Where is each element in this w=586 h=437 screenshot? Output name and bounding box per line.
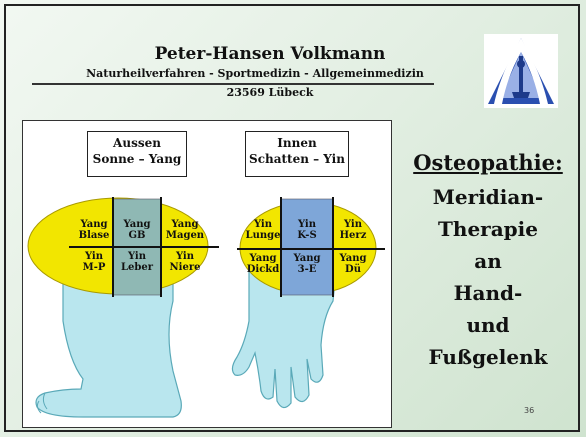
right-cell-bottom-right: Yang Dü [335, 253, 371, 275]
cell-line1: Yin [75, 251, 113, 262]
cell-line1: Yang [335, 253, 371, 264]
cell-line2: GB [115, 230, 159, 241]
cell-line2: Niere [163, 262, 207, 273]
title-line: Hand- [390, 277, 586, 309]
right-cell-top-mid: Yin K-S [283, 219, 331, 241]
cell-line1: Yang [283, 253, 331, 264]
cell-line1: Yang [115, 219, 159, 230]
cell-line1: Yin [115, 251, 159, 262]
title-line: an [390, 245, 586, 277]
cell-line1: Yang [75, 219, 113, 230]
slide-title: Osteopathie: Meridian- Therapie an Hand-… [390, 150, 586, 373]
right-cell-bottom-left: Yang Dickd [245, 253, 281, 275]
right-cell-top-right: Yin Herz [335, 219, 371, 241]
left-cell-bottom-left: Yin M-P [75, 251, 113, 273]
title-line: Therapie [390, 213, 586, 245]
left-header-line1: Aussen [88, 135, 186, 151]
title-line: Fußgelenk [390, 341, 586, 373]
cell-line1: Yin [335, 219, 371, 230]
cell-line2: 3-E [283, 264, 331, 275]
cell-line2: Herz [335, 230, 371, 241]
cell-line1: Yin [163, 251, 207, 262]
cell-line2: Leber [115, 262, 159, 273]
right-header-box: Innen Schatten – Yin [245, 131, 349, 177]
left-cell-top-mid: Yang GB [115, 219, 159, 241]
right-header-line1: Innen [246, 135, 348, 151]
title-main: Osteopathie: [390, 150, 586, 175]
cell-line2: Lunge [245, 230, 281, 241]
left-cell-top-right: Yang Magen [163, 219, 207, 241]
left-cell-bottom-right: Yin Niere [163, 251, 207, 273]
meridian-diagram: Aussen Sonne – Yang Innen Schatten – Yin… [22, 120, 392, 428]
cell-line1: Yang [163, 219, 207, 230]
header-divider [32, 83, 434, 85]
title-line: Meridian- [390, 181, 586, 213]
logo-emblem-icon [484, 34, 558, 108]
right-cell-top-left: Yin Lunge [245, 219, 281, 241]
header-name: Peter-Hansen Volkmann [100, 44, 440, 64]
header-address: 23569 Lübeck [100, 86, 440, 99]
header-specialties: Naturheilverfahren - Sportmedizin - Allg… [70, 67, 440, 80]
cell-line2: M-P [75, 262, 113, 273]
cell-line1: Yin [245, 219, 281, 230]
cell-line2: Dickd [245, 264, 281, 275]
left-header-line2: Sonne – Yang [88, 151, 186, 167]
right-header-line2: Schatten – Yin [246, 151, 348, 167]
cell-line1: Yin [283, 219, 331, 230]
cell-line2: K-S [283, 230, 331, 241]
left-header-box: Aussen Sonne – Yang [87, 131, 187, 177]
cell-line1: Yang [245, 253, 281, 264]
left-cell-top-left: Yang Blase [75, 219, 113, 241]
page-number: 36 [524, 406, 534, 415]
cell-line2: Magen [163, 230, 207, 241]
cell-line2: Blase [75, 230, 113, 241]
cell-line2: Dü [335, 264, 371, 275]
title-line: und [390, 309, 586, 341]
right-cell-bottom-mid: Yang 3-E [283, 253, 331, 275]
left-cell-bottom-mid: Yin Leber [115, 251, 159, 273]
